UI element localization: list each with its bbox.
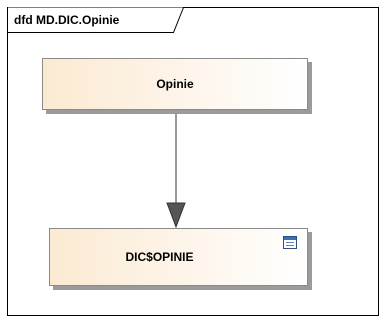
arrowhead [166, 202, 186, 229]
node-label: DIC$OPINIE [125, 250, 194, 264]
process-node-opinie[interactable]: Opinie [42, 58, 308, 110]
frame-title-tab [7, 7, 184, 33]
table-icon [283, 236, 297, 249]
datastore-node-dic-opinie[interactable]: DIC$OPINIE [49, 228, 308, 286]
frame-title: dfd MD.DIC.Opinie [14, 13, 120, 27]
node-label: Opinie [156, 77, 194, 91]
